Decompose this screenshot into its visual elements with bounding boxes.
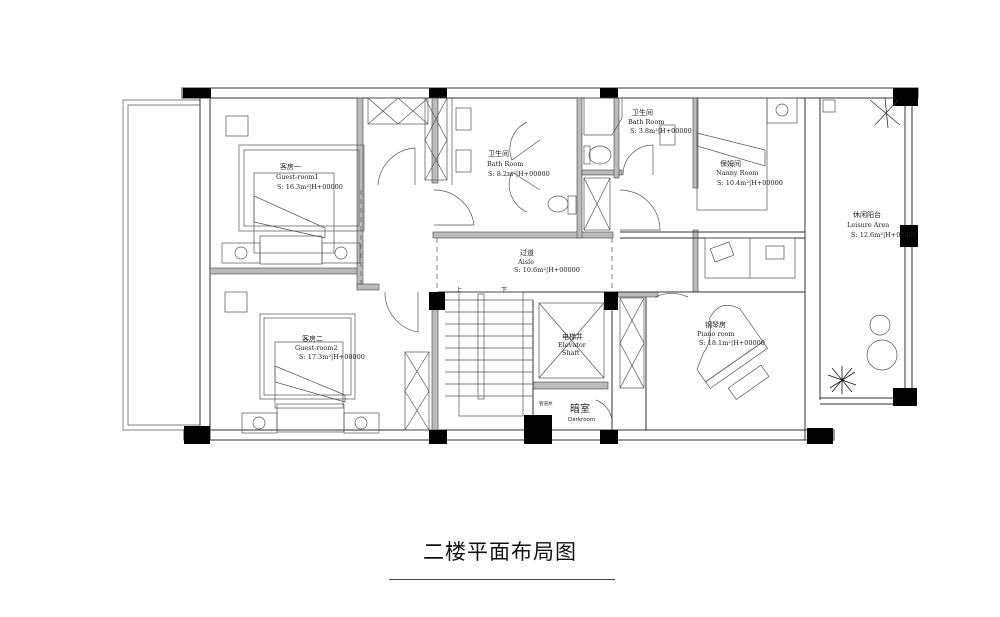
guest1-area: S: 16.3m²|H+00000: [277, 183, 343, 191]
guest2-area: S: 17.3m²|H+00000: [299, 353, 365, 361]
interior-walls: [209, 97, 805, 431]
staircase[interactable]: [445, 291, 533, 417]
leisure-cn: 休闲阳台: [853, 210, 881, 219]
elevator-en2: Shaft: [562, 349, 580, 357]
bath1-en: Bath Room: [487, 160, 523, 168]
opening-lines: [360, 190, 613, 292]
bed-guest2: [224, 291, 380, 434]
guest2-cn: 客房二: [302, 334, 323, 343]
nanny-cn: 保姆间: [720, 159, 741, 168]
plan-title: 二楼平面布局图: [423, 540, 577, 564]
room-labels: 客房一 Guest-room1 S: 16.3m²|H+00000 卫生间 Ba…: [276, 108, 917, 423]
bed-guest1: [221, 115, 365, 265]
aisle-en: Aisle: [517, 258, 534, 266]
structural-columns: [183, 88, 918, 444]
leisure-area: S: 12.6m²|H+00000: [851, 231, 917, 239]
left-balcony-rail: [122, 99, 200, 431]
outer-walls: [181, 87, 919, 441]
nanny-en: Nanny Room: [716, 169, 759, 177]
stairs-up: 上: [456, 286, 462, 294]
piano-area: S: 18.1m²|H+00000: [699, 339, 765, 347]
elevator-cn: 电梯井: [562, 332, 583, 341]
aisle-area: S: 10.6m²|H+00000: [514, 266, 580, 274]
darkroom-cn: 暗室: [570, 402, 590, 415]
pipe-cn: 管道井: [539, 400, 553, 407]
darkroom-en: Darkroom: [568, 417, 595, 423]
wardrobes: [367, 97, 645, 431]
bath1-cn: 卫生间: [488, 149, 509, 158]
stairs-down: 下: [501, 287, 507, 294]
sofa: [704, 237, 796, 279]
nanny-area: S: 10.4m²|H+00000: [717, 179, 783, 187]
leisure-furniture: [822, 97, 901, 394]
elevator-shaft: [538, 302, 605, 379]
leisure-en: Leisure Area: [847, 221, 889, 229]
guest1-en: Guest-room1: [276, 173, 319, 181]
bath2-cn: 卫生间: [632, 108, 653, 117]
bathroom-fixtures: [451, 97, 676, 215]
grand-piano: [696, 304, 770, 400]
bed-nanny: [696, 97, 798, 211]
bath2-en: Bath Room: [628, 118, 664, 126]
doors: [377, 144, 689, 421]
bath1-area: S: 8.2m²|H+00000: [488, 170, 550, 178]
guest2-en: Guest-room2: [295, 344, 338, 352]
bath2-area: S: 3.8m²|H+00000: [630, 127, 692, 135]
guest1-cn: 客房一: [280, 162, 301, 171]
piano-cn: 钢琴房: [705, 320, 726, 329]
elevator-en1: Elevator: [558, 341, 587, 349]
piano-en: Piano room: [697, 330, 735, 338]
title-underline: [389, 579, 615, 580]
aisle-cn: 过道: [520, 248, 534, 257]
